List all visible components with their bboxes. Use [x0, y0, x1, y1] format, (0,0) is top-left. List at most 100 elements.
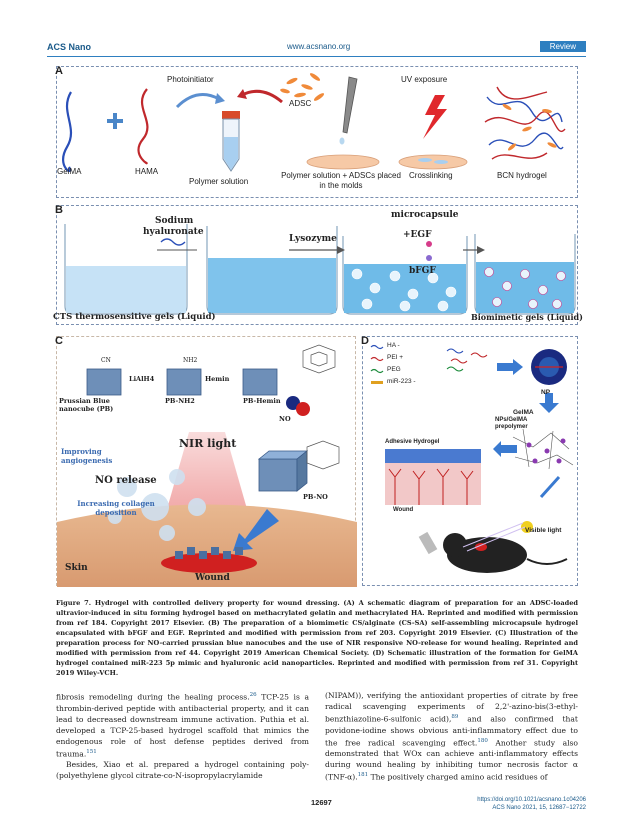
pbhemin-label: PB-Hemin — [243, 397, 281, 405]
uv-label: UV exposure — [401, 75, 448, 84]
hama-label: HAMA — [135, 167, 159, 176]
lialh4-label: LiAlH4 — [129, 375, 155, 383]
beaker-3 — [342, 236, 468, 315]
biomimetic-label: Biomimetic gels (Liquid) — [471, 312, 583, 322]
delivery-arrow — [233, 509, 279, 551]
beaker-1-liquid — [66, 266, 186, 313]
uv-lightning-icon — [423, 95, 447, 139]
ref-link[interactable]: 151 — [86, 748, 97, 755]
nir-label: NIR light — [179, 437, 237, 450]
hyaluronate-label: hyaluronate — [143, 227, 204, 237]
no-bubbles — [108, 469, 206, 541]
tube-liquid — [224, 137, 238, 170]
mouse-head — [443, 533, 467, 557]
peg-line — [370, 368, 384, 374]
ref-link[interactable]: 180 — [477, 737, 488, 744]
figure-panel-b: B Sodium hyaluronate Lysozyme microcapsu… — [53, 204, 583, 325]
panel-b-drawing — [64, 224, 576, 315]
cn-label: CN — [101, 357, 111, 364]
bfgf-label: bFGF — [409, 266, 436, 276]
lysozyme-label: Lysozyme — [289, 234, 337, 244]
figure-panel-a: A GelMA HAMA Photoinitiator ADSC Polymer… — [55, 65, 578, 198]
no-label: NO — [279, 415, 291, 423]
droplet — [339, 137, 345, 145]
beaker-4 — [474, 234, 576, 315]
microcapsules-4 — [484, 267, 566, 309]
ha-label: HA - — [387, 342, 400, 349]
pei-line — [370, 356, 384, 362]
molds-label: Polymer solution + ADSCs placed in the m… — [281, 171, 401, 190]
arrow-d1 — [497, 359, 523, 375]
microcapsule-label: microcapsule — [391, 210, 459, 220]
wound-cubes — [175, 547, 243, 559]
right-column: (NIPAM)), verifying the antioxidant prop… — [325, 690, 578, 783]
adsc-cells — [280, 73, 325, 101]
cts-label: CTS thermosensitive gels (Liquid) — [53, 312, 216, 322]
beaker-1 — [64, 224, 188, 315]
arrow-to-tube — [175, 93, 220, 109]
mold-dish — [306, 154, 380, 170]
np-dots — [526, 438, 566, 464]
hydrogel-layer — [385, 449, 481, 463]
syringe — [418, 531, 438, 555]
skin-layer — [57, 504, 357, 587]
microcapsules-3 — [351, 268, 457, 312]
bcn-network — [484, 86, 566, 160]
skin-label: Skin — [65, 563, 88, 573]
plus-sign-v — [113, 113, 117, 129]
caption-text: (A) A schematic diagram of preparation f… — [56, 599, 579, 677]
hemin-label: Hemin — [205, 375, 230, 383]
wound-area — [161, 553, 257, 573]
figure-panel-d: D HA - PEI + PEG miR-223 - NP GelMA Adhe… — [361, 335, 578, 586]
beaker-2 — [206, 226, 338, 315]
ref-link[interactable]: 26 — [249, 692, 257, 698]
pipette — [342, 76, 358, 134]
no-molecule-o — [296, 402, 310, 416]
adsc-arrow-head — [237, 89, 247, 99]
figure-panel-c: C CN LiAlH4 NH2 Hemin Prussian Blue nano… — [55, 335, 357, 587]
prepolymer-label: NPs/GelMA prepolymer — [495, 417, 528, 430]
bcn-label: BCN hydrogel — [497, 171, 547, 180]
ref-link[interactable]: 181 — [357, 772, 369, 779]
visible-light-label: Visible light — [525, 527, 562, 534]
hemin-structure — [302, 344, 340, 470]
tube-cap — [222, 111, 240, 119]
adsc-label: ADSC — [289, 99, 312, 108]
pb-cubes-top — [86, 368, 278, 396]
panel-a-label: A — [55, 65, 63, 77]
adhesive-label: Adhesive Hydrogel — [385, 439, 440, 445]
journal-name[interactable]: ACS Nano — [47, 42, 92, 52]
doi-block: https://doi.org/10.1021/acsnano.1c04206 … — [477, 796, 586, 812]
norelease-label: NO release — [95, 475, 157, 486]
arrow-d2 — [539, 393, 559, 413]
citation: ACS Nano 2021, 15, 12687−12722 — [492, 805, 586, 811]
mir-bar — [371, 381, 383, 384]
figure-caption: Figure 7. Hydrogel with controlled deliv… — [56, 598, 578, 678]
bcn-cells — [502, 104, 557, 151]
journal-url[interactable]: www.acsnano.org — [287, 42, 351, 51]
caption-lead: Figure 7. Hydrogel with controlled deliv… — [56, 599, 340, 607]
body-text: fibrosis remodeling during the healing p… — [56, 690, 578, 820]
gelma-chain — [62, 91, 73, 173]
arrow-d3 — [493, 441, 517, 457]
peg-label: PEG — [387, 366, 401, 373]
arrow-head — [215, 93, 225, 104]
panel-b-label: B — [55, 204, 63, 216]
gelma-d-label: GelMA — [513, 409, 534, 416]
sodium-wave — [160, 238, 186, 246]
right-paragraph-1: (NIPAM)), verifying the antioxidant prop… — [325, 691, 578, 782]
ref-link[interactable]: 89 — [451, 714, 459, 720]
improving-label: Improving angiogenesis — [61, 447, 113, 465]
nh2-label: NH2 — [183, 357, 198, 364]
pb-label: Prussian Blue nanocube (PB) — [59, 397, 114, 413]
egf-icon — [426, 241, 432, 247]
wound-label: Wound — [195, 573, 230, 583]
wound-d-label: Wound — [393, 507, 414, 513]
left-paragraph-1: fibrosis remodeling during the healing p… — [56, 692, 309, 759]
article-type-badge: Review — [539, 41, 586, 52]
left-paragraph-2: Besides, Xiao et al. prepared a hydrogel… — [56, 760, 309, 781]
ha-line — [370, 344, 384, 350]
crosslinking-label: Crosslinking — [409, 171, 453, 180]
egf-label: +EGF — [403, 230, 432, 240]
doi-link[interactable]: https://doi.org/10.1021/acsnano.1c04206 — [477, 797, 586, 803]
